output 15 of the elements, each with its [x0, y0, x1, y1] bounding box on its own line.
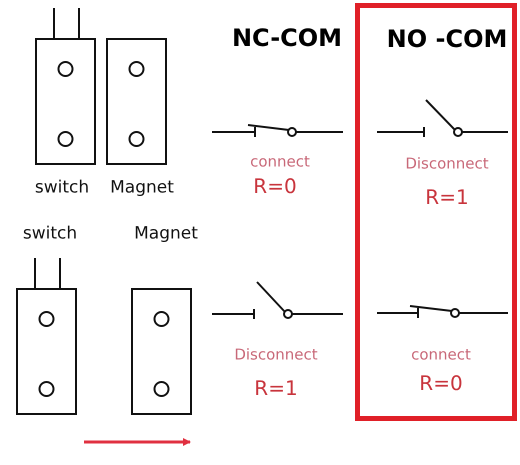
resistance-value: R=1: [254, 378, 298, 398]
resistance-value: R=0: [253, 176, 297, 196]
part-label: Magnet: [134, 226, 198, 242]
column-heading: NC-COM: [232, 26, 342, 50]
part-label: Magnet: [110, 180, 174, 196]
state-label: Disconnect: [234, 348, 318, 362]
resistance-value: R=0: [419, 373, 463, 393]
part-label: switch: [22, 226, 78, 242]
state-label: Disconnect: [405, 156, 489, 172]
state-label: connect: [411, 348, 471, 362]
resistance-value: R=1: [425, 187, 469, 207]
part-label: switch: [34, 180, 90, 196]
column-heading: NO -COM: [386, 27, 508, 51]
highlight-frame: [355, 3, 517, 421]
state-label: connect: [250, 154, 310, 170]
